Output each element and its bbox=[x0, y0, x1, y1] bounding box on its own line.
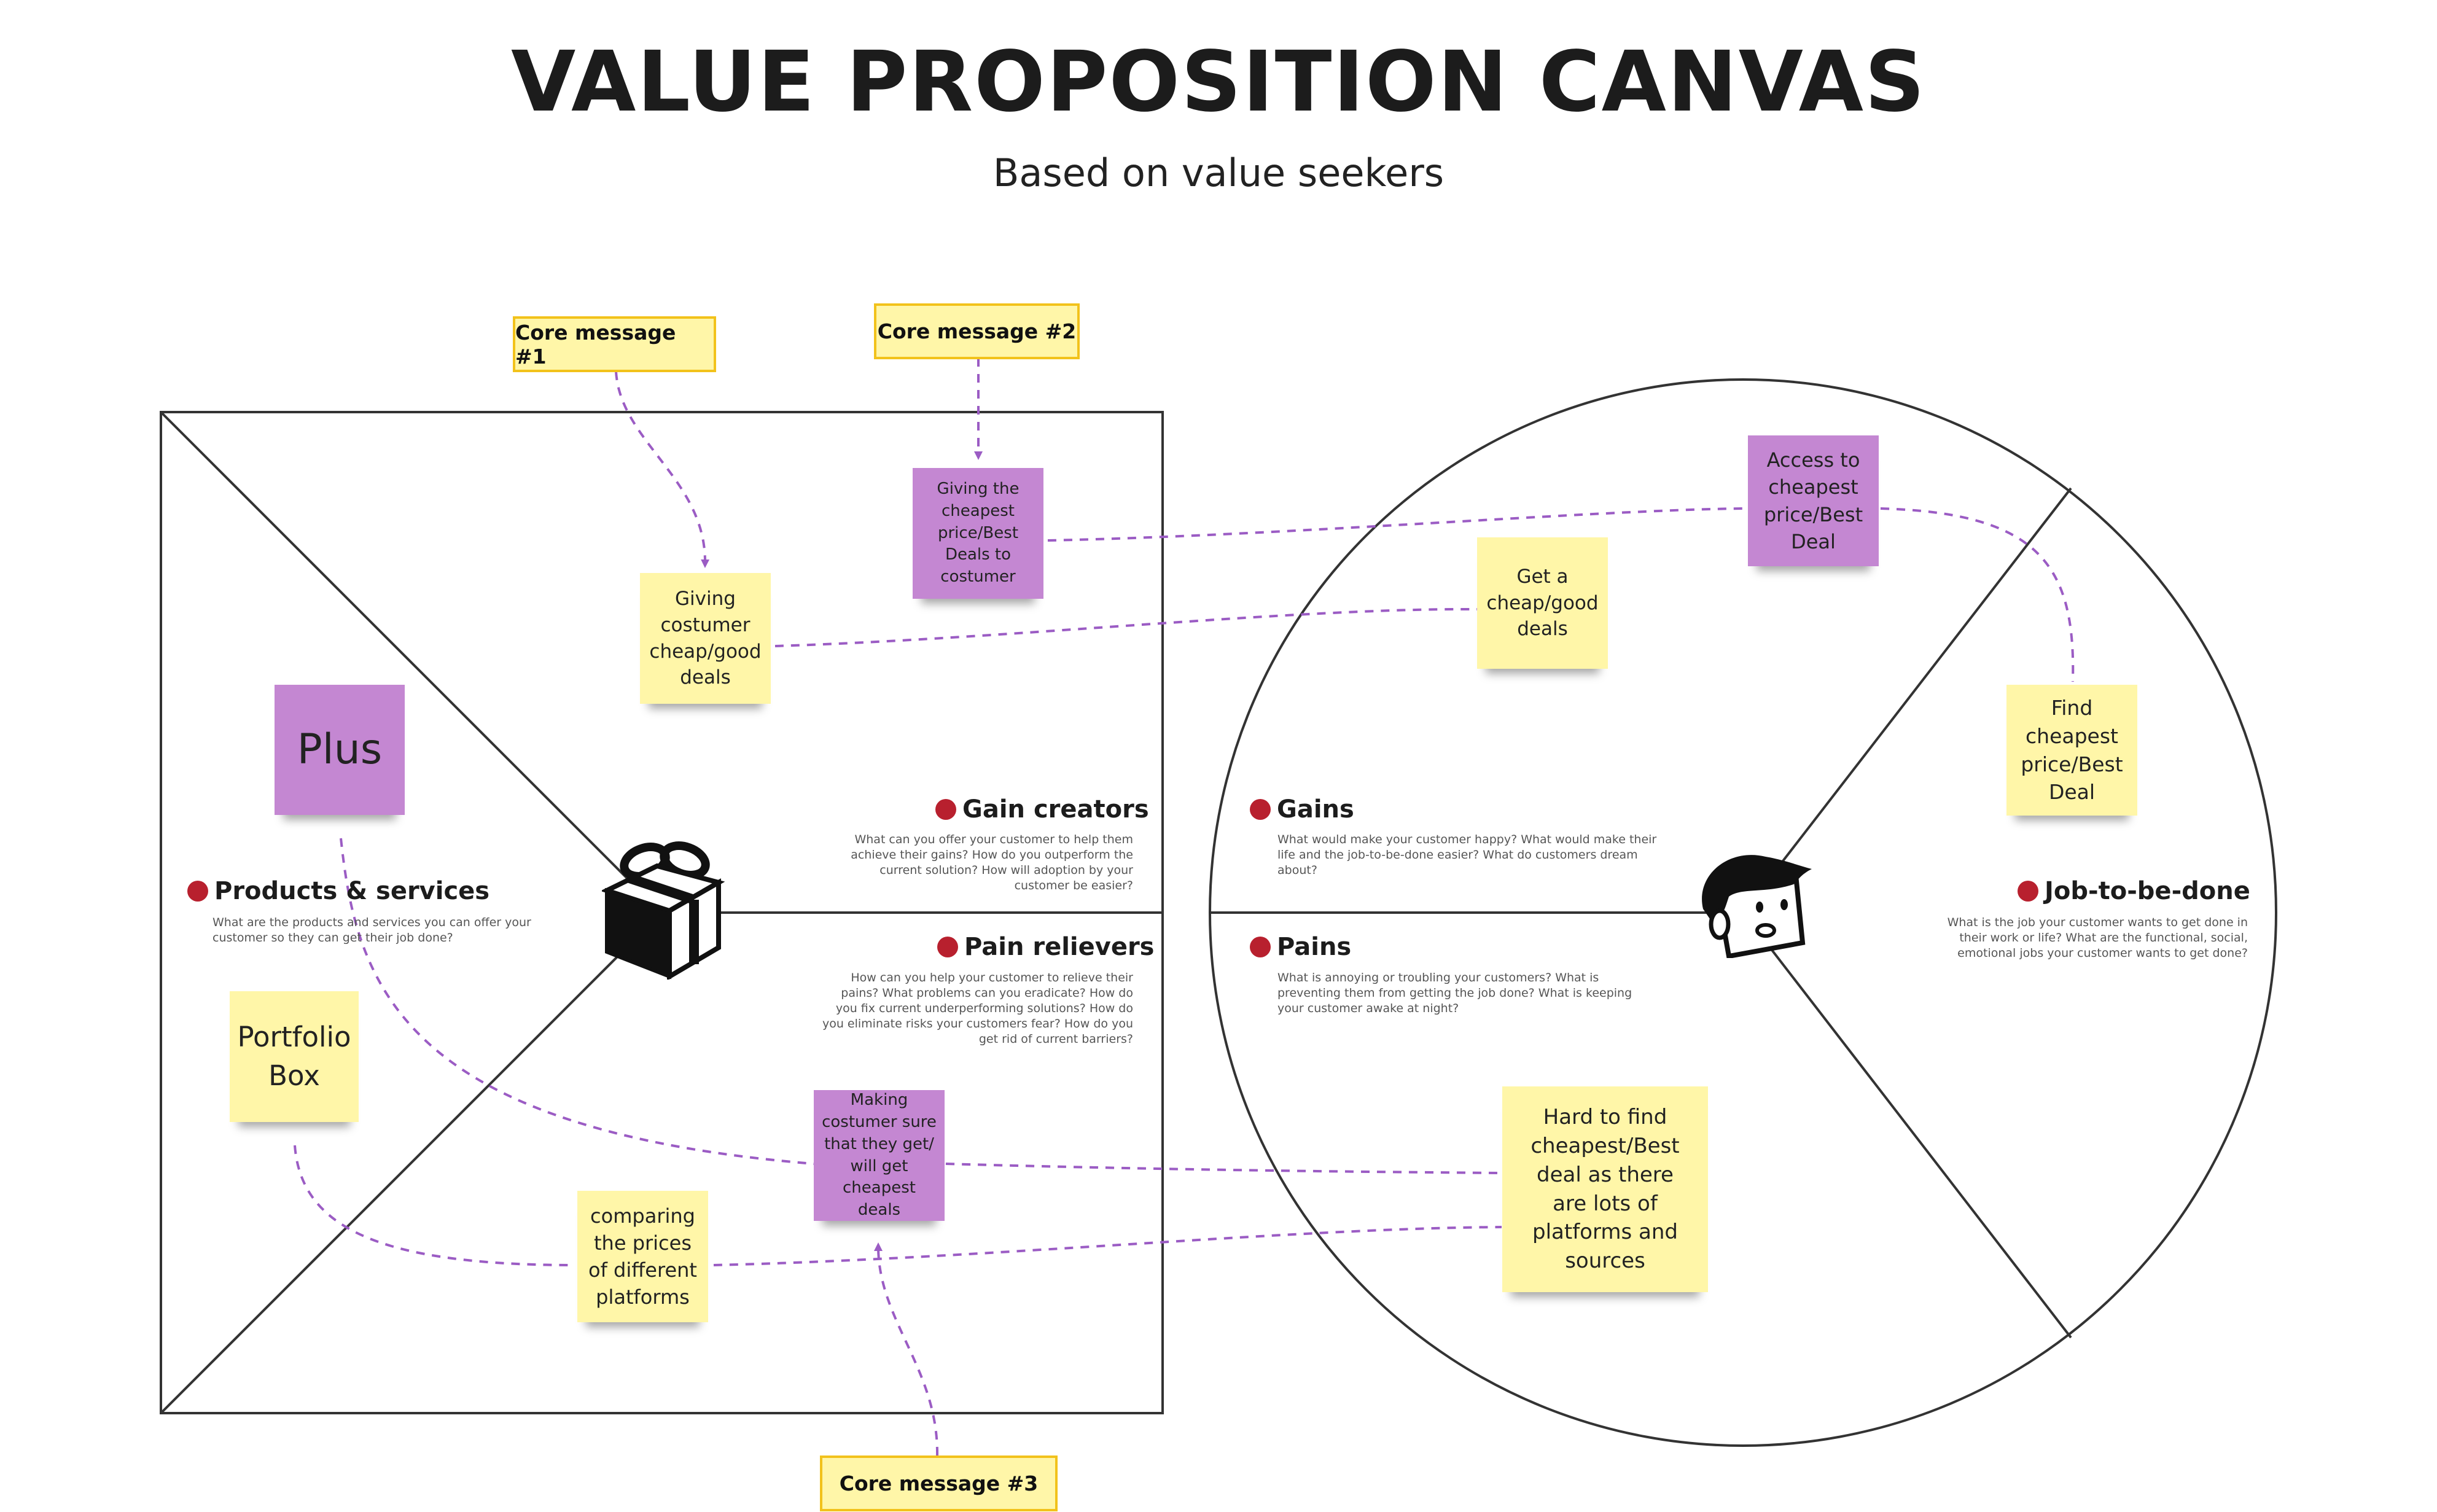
sticky-note-hard-find[interactable]: Hard to find cheapest/Best deal as there… bbox=[1502, 1086, 1708, 1292]
gift-box-icon bbox=[600, 838, 725, 981]
core-message-3[interactable]: Core message #3 bbox=[820, 1455, 1058, 1511]
value-map-diagonal-top bbox=[160, 411, 663, 914]
section-job-desc: What is the job your customer wants to g… bbox=[1947, 916, 2248, 961]
section-gains-desc: What would make your customer happy? Wha… bbox=[1277, 833, 1657, 878]
section-products-desc: What are the products and services you c… bbox=[213, 916, 531, 945]
connector-access-find bbox=[1880, 507, 2075, 682]
section-dot bbox=[1250, 799, 1271, 820]
customer-face-icon bbox=[1692, 851, 1815, 959]
customer-line-bottom bbox=[1742, 911, 2072, 1339]
value-map-square bbox=[160, 411, 1164, 1414]
sticky-note-get-cheap[interactable]: Get a cheap/good deals bbox=[1477, 537, 1608, 669]
connector-core1 bbox=[615, 371, 710, 568]
connectors bbox=[294, 358, 2075, 1456]
section-dot bbox=[937, 937, 958, 957]
connector-plus-making bbox=[340, 838, 814, 1165]
customer-profile-circle bbox=[1209, 378, 2277, 1447]
section-pains-desc: What is annoying or troubling your custo… bbox=[1277, 971, 1632, 1016]
sticky-note-giving-cheapest[interactable]: Giving the cheapest price/Best Deals to … bbox=[913, 468, 1043, 599]
page-title: VALUE PROPOSITION CANVAS bbox=[511, 34, 1926, 131]
section-products-title: Products & services bbox=[187, 877, 489, 905]
sticky-note-access[interactable]: Access to cheapest price/Best Deal bbox=[1748, 435, 1879, 566]
section-pain-relievers-title: Pain relievers bbox=[937, 933, 1155, 961]
section-dot bbox=[2018, 881, 2038, 902]
connector-cheapest-access bbox=[1047, 507, 1745, 542]
section-gain-creators-desc: What can you offer your customer to help… bbox=[851, 833, 1133, 893]
value-map-diagonal-bottom bbox=[160, 911, 663, 1414]
sticky-note-making-sure[interactable]: Making costumer sure that they get/ will… bbox=[814, 1090, 945, 1221]
section-pain-relievers-desc: How can you help your customer to reliev… bbox=[822, 971, 1133, 1046]
customer-line-top bbox=[1742, 487, 2072, 914]
connector-portfolio-comparing bbox=[294, 1145, 575, 1266]
connector-comparing-hard bbox=[713, 1226, 1502, 1266]
section-dot bbox=[1250, 937, 1271, 957]
section-gain-creators-title: Gain creators bbox=[935, 795, 1149, 824]
core-message-2[interactable]: Core message #2 bbox=[874, 303, 1080, 359]
section-job-title: Job-to-be-done bbox=[2018, 877, 2250, 905]
sticky-note-portfolio[interactable]: Portfolio Box bbox=[230, 991, 359, 1122]
connector-core3 bbox=[874, 1242, 939, 1456]
section-pains-title: Pains bbox=[1250, 933, 1351, 961]
sticky-note-find[interactable]: Find cheapest price/Best Deal bbox=[2006, 685, 2137, 816]
section-dot bbox=[187, 881, 208, 902]
connector-giving-getcheap bbox=[774, 607, 1478, 647]
section-gains-title: Gains bbox=[1250, 795, 1354, 824]
page-subtitle: Based on value seekers bbox=[992, 150, 1445, 195]
sticky-note-plus[interactable]: Plus bbox=[275, 685, 405, 815]
sticky-note-comparing[interactable]: comparing the prices of different platfo… bbox=[577, 1191, 708, 1322]
connector-making-hard bbox=[945, 1163, 1502, 1174]
section-dot bbox=[935, 799, 956, 820]
core-message-1[interactable]: Core message #1 bbox=[513, 316, 716, 372]
sticky-note-giving-costumer[interactable]: Giving costumer cheap/good deals bbox=[640, 573, 771, 704]
